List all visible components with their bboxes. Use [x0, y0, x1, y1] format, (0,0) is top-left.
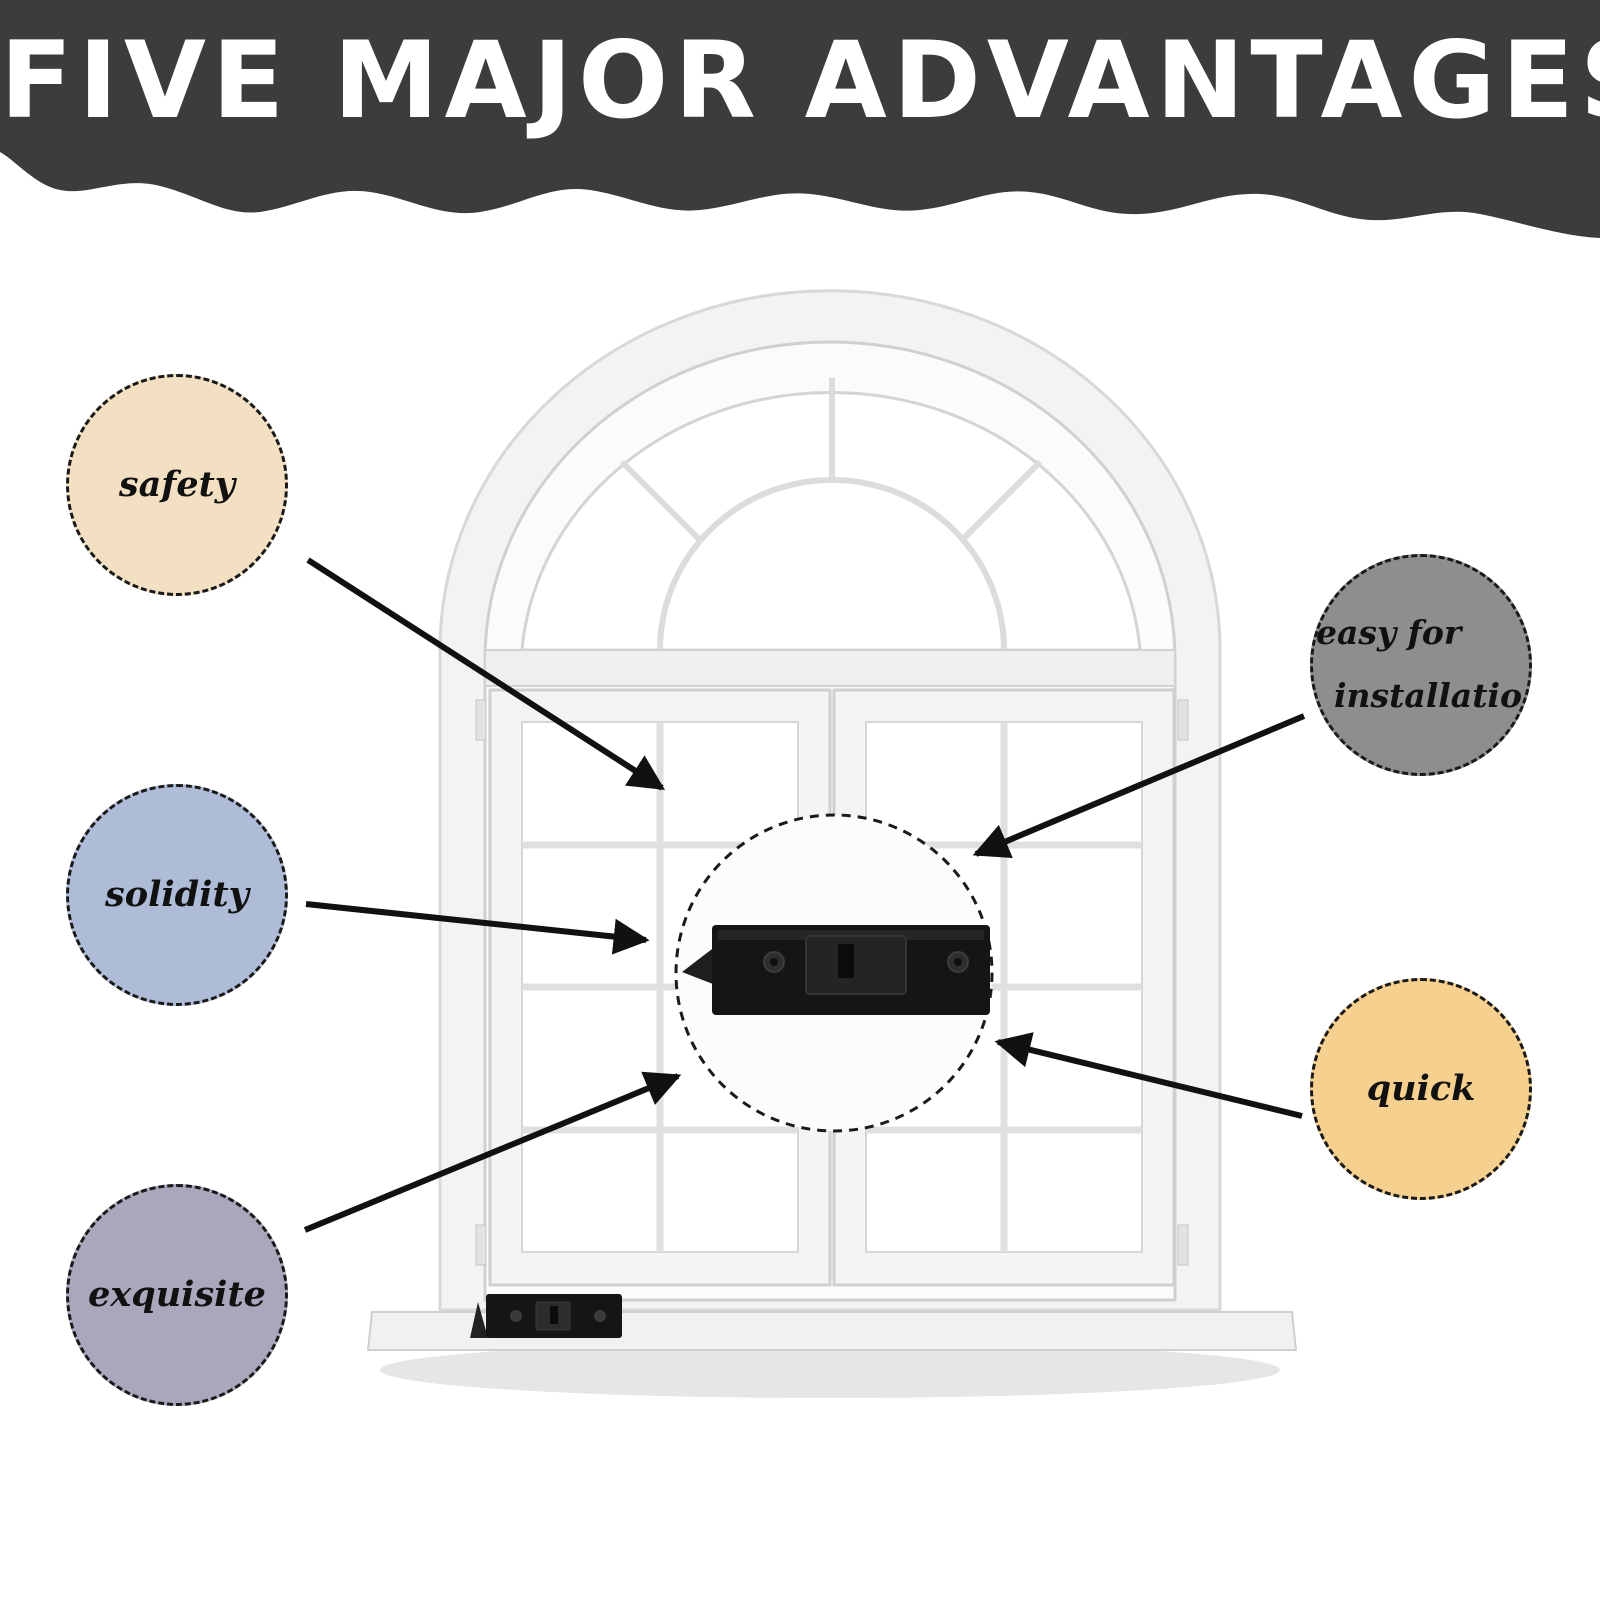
advantage-easy-installation-line2: installatio	[1334, 676, 1522, 715]
transom-bar-left	[619, 459, 703, 543]
hinge-top-right	[1177, 699, 1189, 741]
arrow-solidity	[305, 901, 650, 955]
advantage-solidity-label: solidity	[105, 874, 249, 915]
advantage-quick: quick	[1310, 978, 1532, 1200]
transom-bar-right	[959, 459, 1043, 543]
banner-shape	[0, 0, 1600, 238]
advantage-quick-label: quick	[1366, 1068, 1476, 1109]
advantage-exquisite-label: exquisite	[88, 1274, 266, 1315]
advantage-easy-installation-line1: easy for	[1316, 613, 1462, 653]
arrow-easy-installation	[972, 713, 1306, 859]
sill-shadow	[380, 1342, 1280, 1398]
callout-arrows	[303, 557, 1306, 1233]
arrow-exquisite	[303, 1071, 682, 1233]
arrow-safety	[306, 557, 666, 791]
hinge-bottom-right	[1177, 1224, 1189, 1266]
advantage-solidity: solidity	[66, 784, 288, 1006]
hinge-top-left	[475, 699, 487, 741]
advantage-easy-installation-label: easy for installatio	[1316, 602, 1522, 727]
latch-product	[682, 925, 990, 1015]
sill-latch	[470, 1294, 622, 1338]
arrow-quick	[994, 1032, 1303, 1119]
advantage-safety-label: safety	[118, 464, 236, 505]
advantage-safety: safety	[66, 374, 288, 596]
transom-divider	[484, 649, 1176, 687]
header-banner	[0, 0, 1600, 238]
hinge-bottom-left	[475, 1224, 487, 1266]
advantage-easy-installation: easy for installatio	[1310, 554, 1532, 776]
transom-glass	[520, 391, 1142, 652]
advantage-exquisite: exquisite	[66, 1184, 288, 1406]
page-title: FIVE MAJOR ADVANTAGES	[0, 19, 1600, 142]
